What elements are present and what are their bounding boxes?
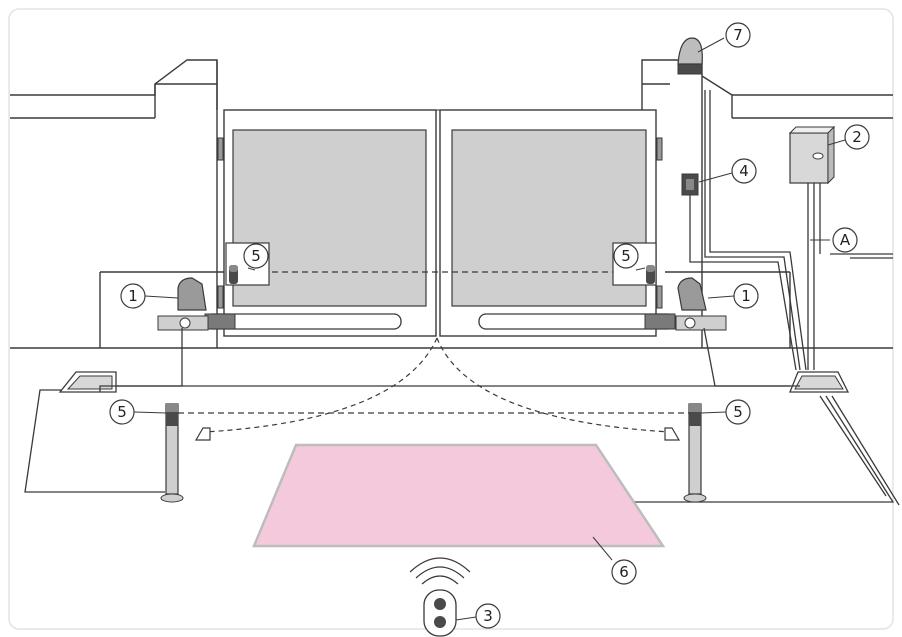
callout-6: 6 <box>611 559 637 585</box>
cabling <box>99 90 900 506</box>
left-photocell-post <box>160 403 184 503</box>
callout-4: 4 <box>731 158 757 184</box>
left-swing-arc <box>204 337 438 433</box>
svg-text:7: 7 <box>733 26 743 44</box>
signal-wave-1 <box>421 575 459 585</box>
callout-1-right: 1 <box>733 283 759 309</box>
svg-text:4: 4 <box>739 162 749 180</box>
left-gate-stop <box>194 427 211 441</box>
left-actuator <box>157 277 402 331</box>
right-actuator <box>478 277 727 331</box>
right-gate-stop <box>664 427 681 441</box>
gate-leaves <box>217 109 663 337</box>
svg-text:5: 5 <box>251 247 261 265</box>
key-selector <box>681 173 699 196</box>
callout-7: 7 <box>725 22 751 48</box>
leader-lines <box>133 37 846 621</box>
svg-text:A: A <box>840 231 851 249</box>
svg-text:5: 5 <box>621 247 631 265</box>
callouts: 1 1 2 3 4 5 5 5 5 6 7 A <box>109 22 870 629</box>
left-motor <box>177 277 207 311</box>
callout-5-left-post: 5 <box>109 399 135 425</box>
callout-5-right-post: 5 <box>725 399 751 425</box>
right-photocell-post <box>683 403 707 503</box>
signal-wave-3 <box>409 557 471 573</box>
callout-1-left: 1 <box>120 283 146 309</box>
svg-text:2: 2 <box>852 128 862 146</box>
flashing-light <box>677 37 703 75</box>
right-junction-box <box>789 371 850 393</box>
callout-3: 3 <box>475 603 501 629</box>
remote-control <box>409 557 471 637</box>
detection-zone <box>252 443 666 548</box>
signal-wave-2 <box>415 566 465 579</box>
background-lines <box>10 59 893 349</box>
callout-2: 2 <box>844 124 870 150</box>
svg-text:3: 3 <box>483 607 493 625</box>
control-unit <box>788 125 836 185</box>
right-swing-arc <box>436 337 671 433</box>
callout-A: A <box>832 227 858 253</box>
svg-text:5: 5 <box>117 403 127 421</box>
callout-5-right-gate: 5 <box>613 243 639 269</box>
svg-text:6: 6 <box>619 563 629 581</box>
callout-5-left-gate: 5 <box>243 243 269 269</box>
svg-text:5: 5 <box>733 403 743 421</box>
right-motor <box>677 277 707 311</box>
svg-text:1: 1 <box>128 287 138 305</box>
svg-text:1: 1 <box>741 287 751 305</box>
